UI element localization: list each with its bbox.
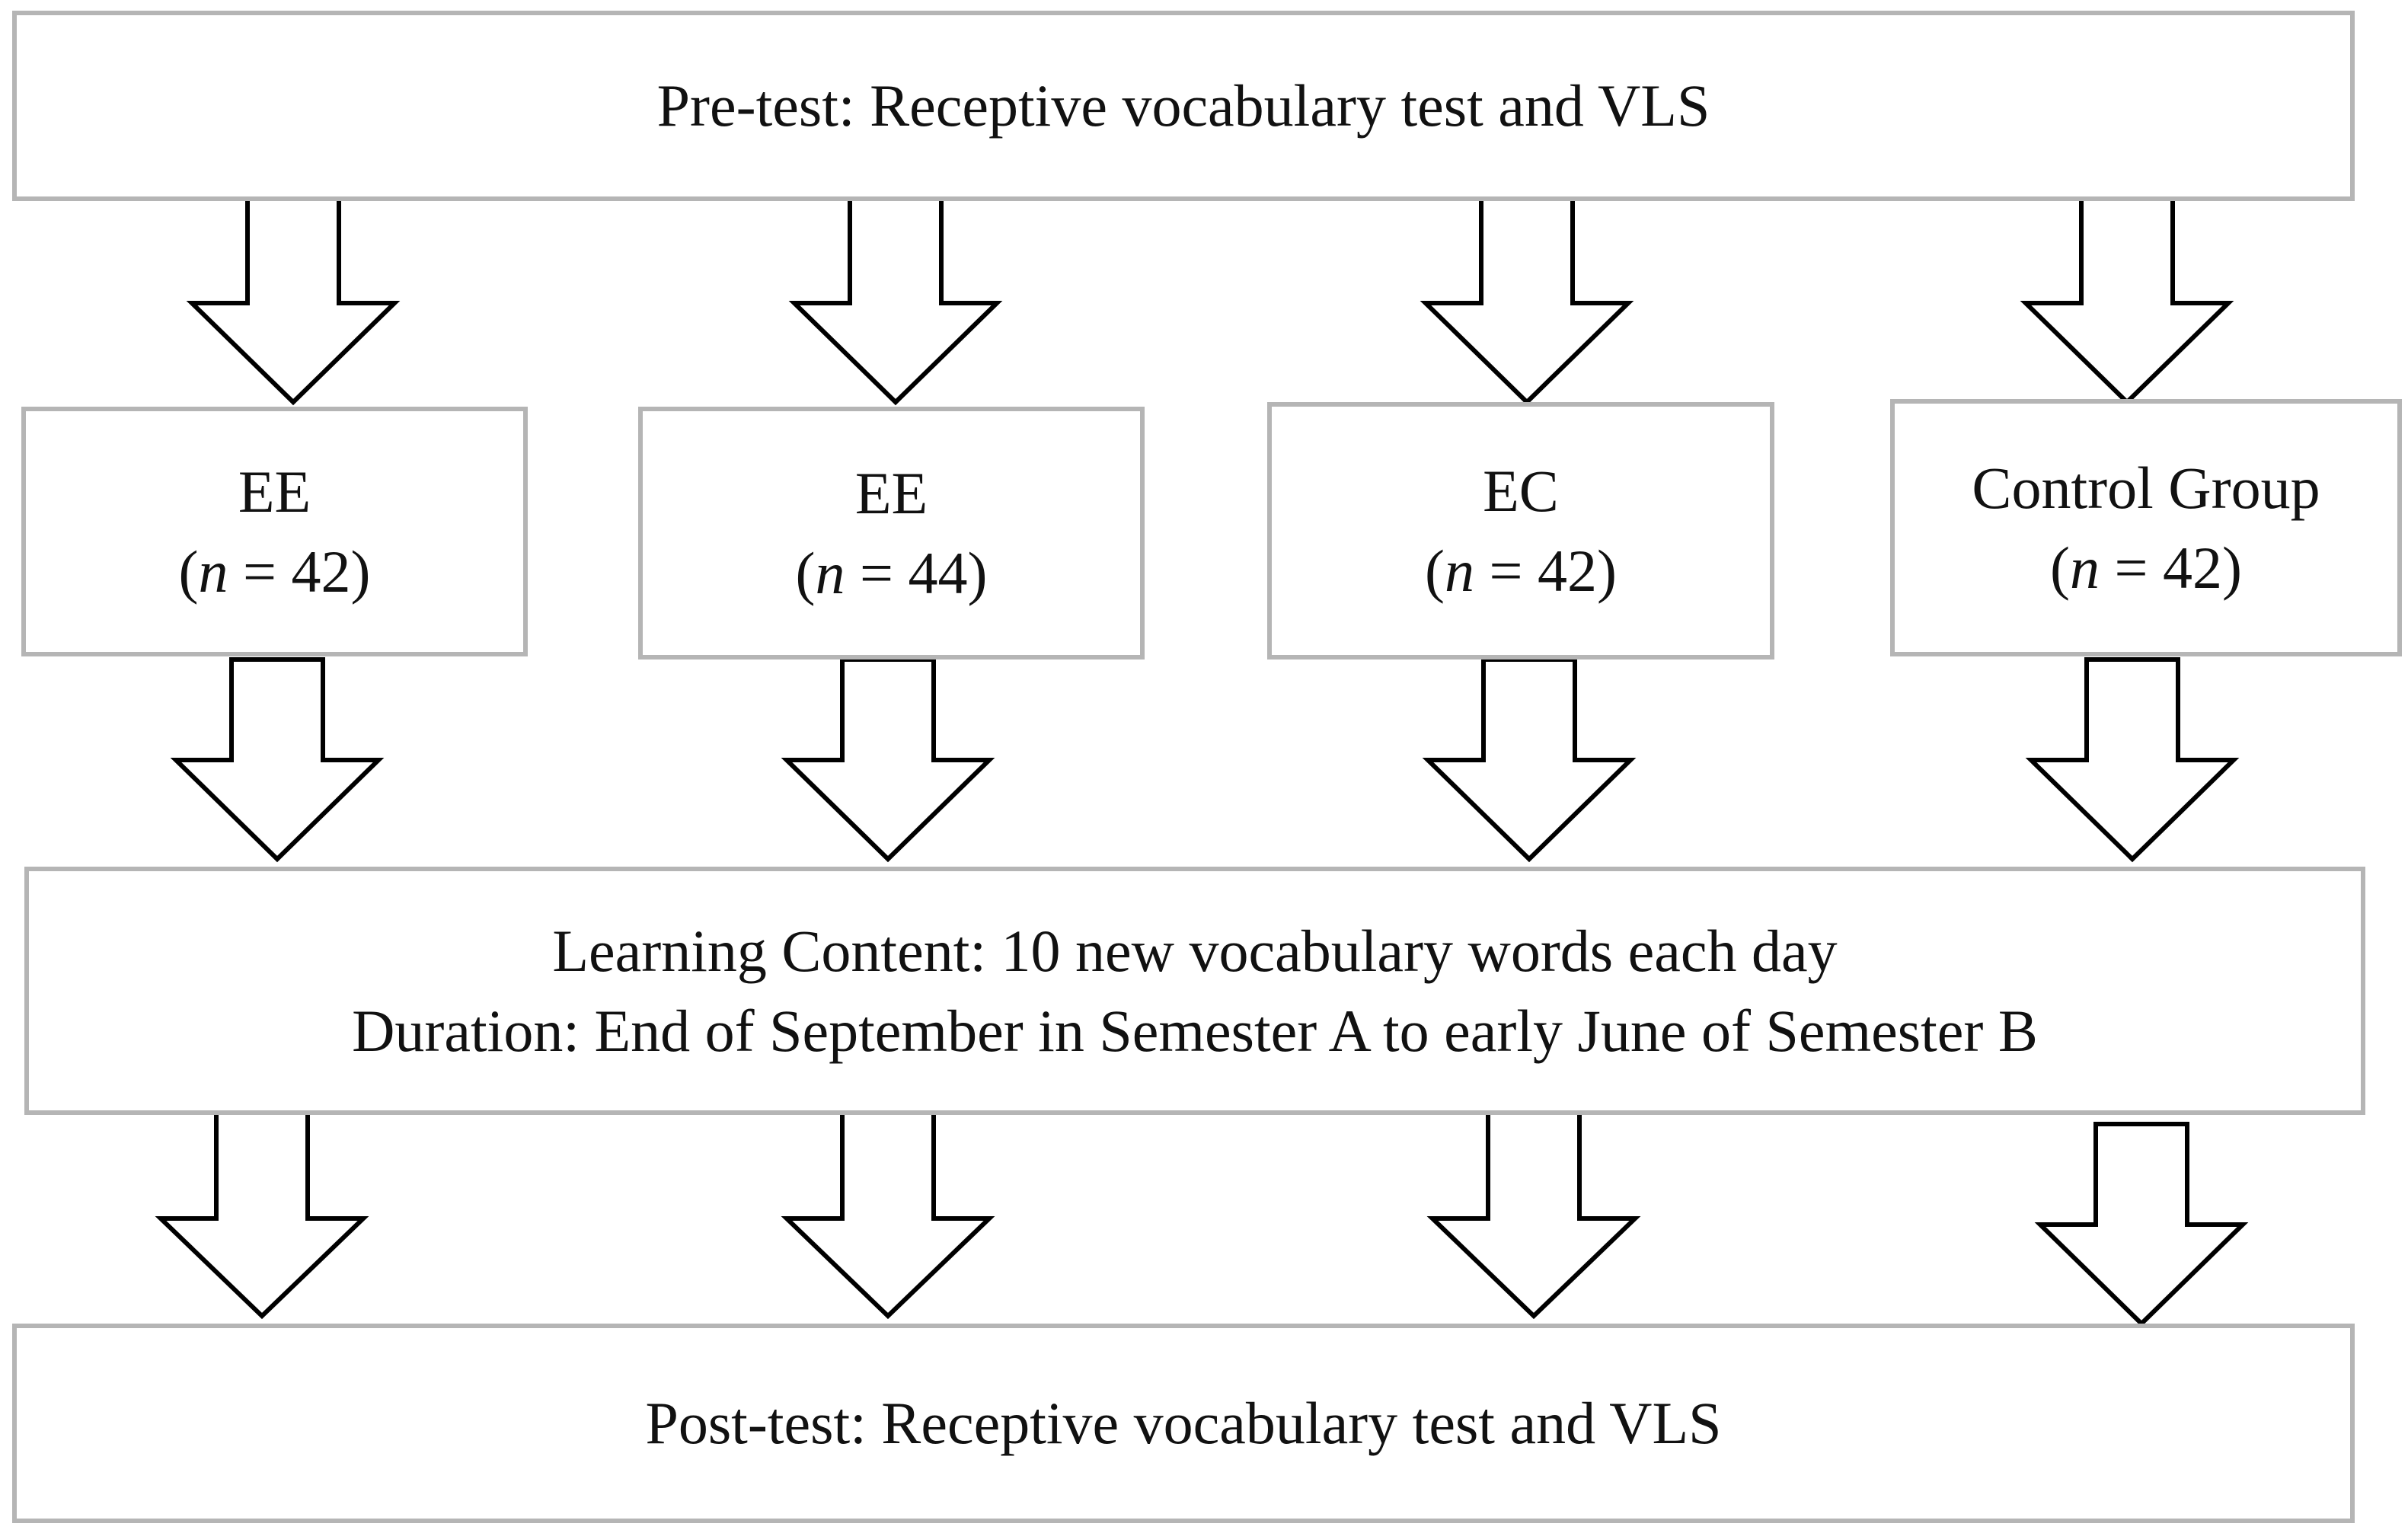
- arrow-group-1-to-learning: [170, 657, 385, 863]
- group-name: Control Group: [1972, 454, 2320, 521]
- group-box-control: Control Group (n = 42): [1890, 399, 2402, 656]
- pretest-box: Pre-test: Receptive vocabulary test and …: [12, 11, 2355, 201]
- arrow-group-4-to-learning: [2025, 657, 2240, 863]
- learning-content-line: Learning Content: 10 new vocabulary word…: [552, 917, 1838, 984]
- arrow-pretest-to-group-3: [1420, 196, 1634, 406]
- arrow-learning-to-post-1: [155, 1110, 369, 1320]
- arrow-group-2-to-learning: [781, 657, 995, 863]
- arrow-pretest-to-group-1: [186, 196, 401, 406]
- duration-line: Duration: End of September in Semester A…: [352, 998, 2038, 1064]
- posttest-box: Post-test: Receptive vocabulary test and…: [12, 1324, 2355, 1523]
- arrow-learning-to-post-2: [781, 1110, 995, 1320]
- arrow-learning-to-post-4: [2034, 1122, 2249, 1327]
- group-name: EE: [854, 459, 928, 526]
- group-sample-size: (n = 42): [2050, 535, 2242, 601]
- arrow-pretest-to-group-2: [788, 196, 1003, 406]
- arrow-pretest-to-group-4: [2020, 196, 2234, 406]
- group-sample-size: (n = 42): [178, 538, 371, 605]
- group-box-ee-2: EE (n = 44): [638, 407, 1145, 660]
- group-box-ec: EC (n = 42): [1267, 402, 1774, 660]
- posttest-label: Post-test: Receptive vocabulary test and…: [645, 1390, 1722, 1457]
- group-name: EE: [238, 458, 311, 525]
- arrow-learning-to-post-3: [1426, 1110, 1641, 1320]
- group-sample-size: (n = 44): [795, 540, 988, 606]
- group-sample-size: (n = 42): [1425, 538, 1617, 604]
- learning-content-box: Learning Content: 10 new vocabulary word…: [24, 867, 2365, 1115]
- arrow-group-3-to-learning: [1422, 657, 1637, 863]
- pretest-label: Pre-test: Receptive vocabulary test and …: [656, 72, 1710, 139]
- group-box-ee-1: EE (n = 42): [21, 407, 528, 656]
- group-name: EC: [1483, 457, 1559, 524]
